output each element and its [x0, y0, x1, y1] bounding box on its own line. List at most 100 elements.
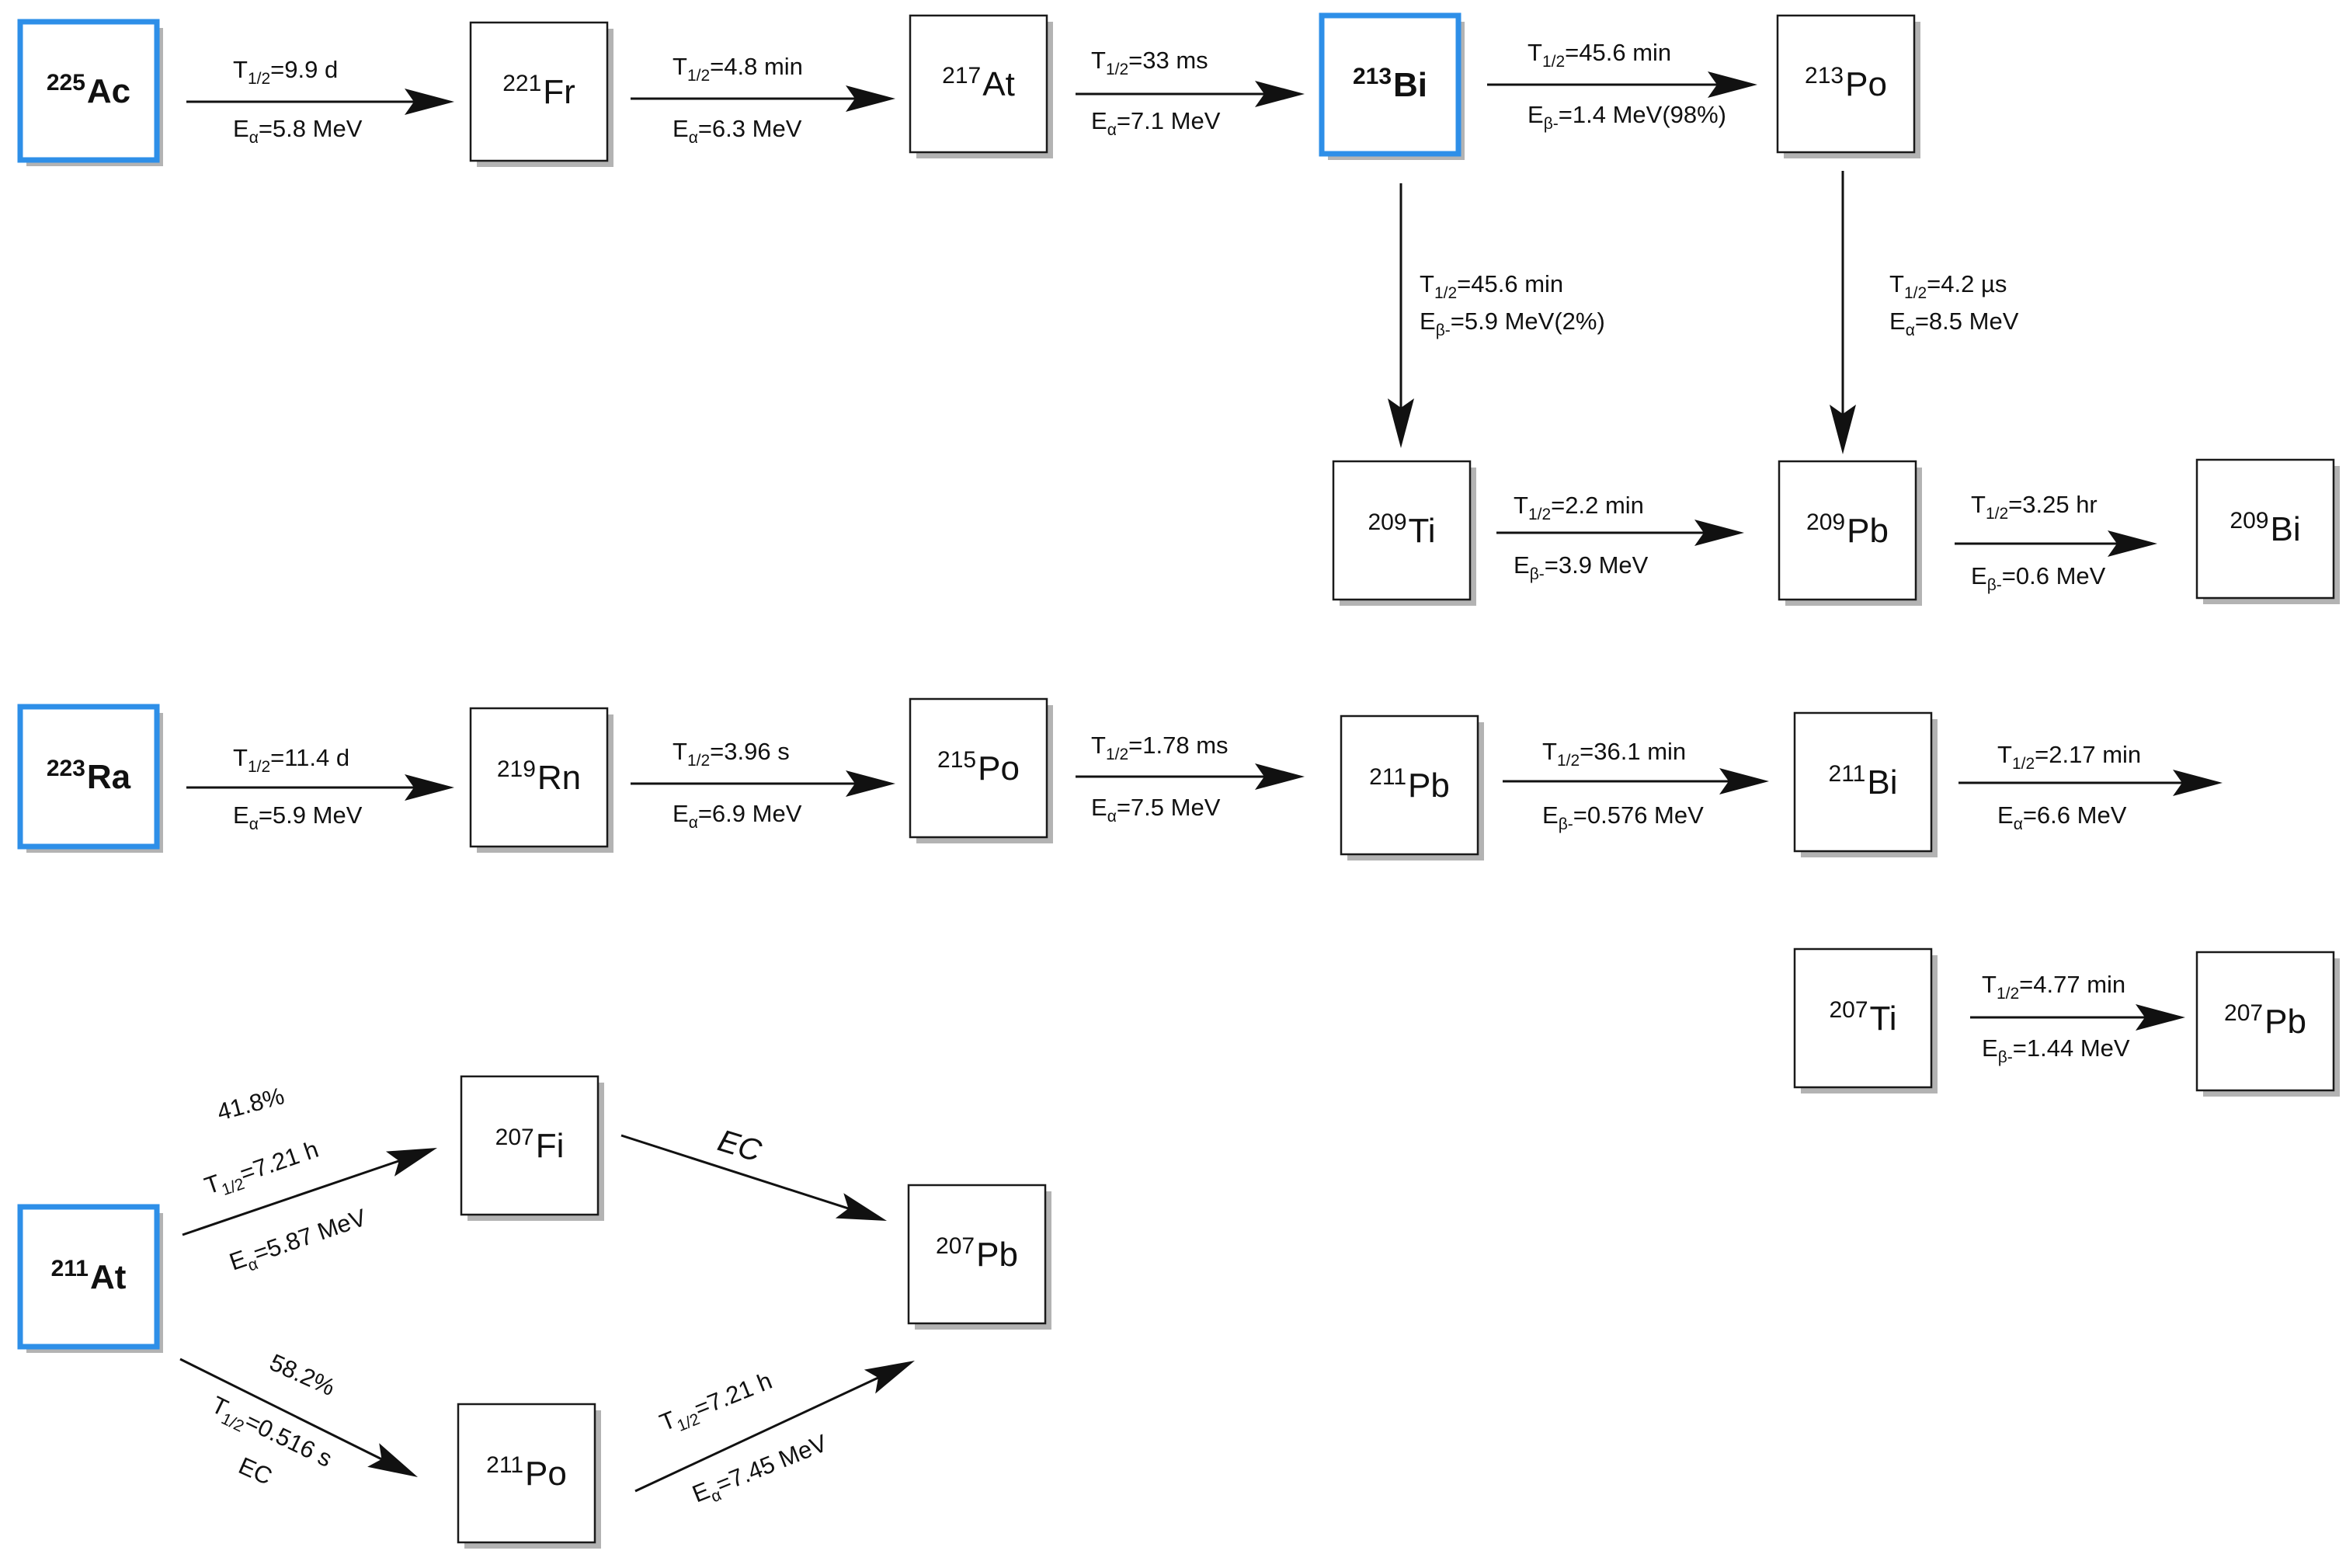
energy-label: Eβ-=1.44 MeV	[1982, 1034, 2130, 1066]
emission-subscript: α	[689, 814, 698, 832]
element-symbol: Pb	[1408, 767, 1450, 805]
element-symbol: At	[982, 65, 1015, 103]
nuclide-border	[909, 14, 1048, 154]
nuclide-border	[1340, 714, 1479, 856]
decay-transition-pb-bi209: T1/2=3.25 hr Eβ-=0.6 MeV	[1955, 491, 2157, 594]
mass-number: 207	[936, 1233, 975, 1259]
half-life-label: T1/2=33 ms	[1091, 47, 1208, 78]
nuclide-label: 209Bi	[2230, 508, 2300, 548]
element-symbol: Ra	[87, 758, 131, 796]
half-life-value: =11.4 d	[270, 744, 349, 771]
energy-label: Eβ-=5.9 MeV(2%)	[1420, 308, 1605, 339]
energy-label: Eα=5.8 MeV	[233, 115, 363, 147]
nuclide-label: 219Rn	[497, 756, 581, 797]
nuclide-box-bi209: 209Bi	[2195, 458, 2340, 604]
nuclide-label: 225Ac	[47, 70, 130, 110]
half-life-subscript: 1/2	[1106, 61, 1128, 78]
half-life-label: T1/2=36.1 min	[1542, 738, 1686, 770]
nuclide-box-bi213: 213Bi	[1319, 12, 1465, 160]
emission-subscript: α	[2014, 815, 2023, 833]
nuclide-box-po213: 213Po	[1776, 14, 1920, 158]
half-life-value: =7.21 h	[236, 1135, 321, 1187]
half-life-subscript: 1/2	[687, 67, 710, 85]
decay-transition-rn-po: T1/2=3.96 sEα=6.9 MeV	[631, 738, 895, 832]
parent-nuclide-border	[17, 1204, 160, 1350]
arrowhead-icon	[2173, 770, 2223, 796]
half-life-symbol: T	[233, 56, 248, 83]
decay-transition-po-pb207: T1/2=7.21 hEα=7.45 MeV	[634, 1361, 915, 1507]
half-life-label: T1/2=2.2 min	[1514, 492, 1644, 523]
nuclide-box-ac225: 225Ac	[17, 19, 163, 166]
arrowhead-icon	[846, 770, 895, 797]
element-symbol: Bi	[1867, 763, 1897, 801]
arrowhead-icon	[2108, 530, 2157, 557]
half-life-value: =4.8 min	[710, 53, 803, 80]
nuclide-label: 207Fi	[495, 1125, 565, 1165]
half-life-value: =45.6 min	[1457, 270, 1563, 297]
half-life-label: T1/2=9.9 d	[233, 56, 338, 88]
arrowhead-icon	[846, 85, 895, 112]
half-life-subscript: 1/2	[1528, 506, 1551, 523]
energy-symbol: E	[1420, 308, 1436, 335]
half-life-subscript: 1/2	[1904, 284, 1927, 302]
emission-subscript: β-	[1544, 115, 1559, 133]
nuclide-box-ti209: 209Ti	[1332, 460, 1476, 606]
element-symbol: At	[90, 1258, 127, 1296]
half-life-symbol: T	[1091, 47, 1106, 74]
arrowhead-icon	[405, 774, 454, 801]
element-symbol: Rn	[537, 759, 581, 797]
nuclide-box-at211: 211At	[17, 1204, 163, 1353]
half-life-symbol: T	[1982, 971, 1997, 998]
nuclide-label: 207Pb	[936, 1233, 1018, 1274]
half-life-value: =33 ms	[1128, 47, 1208, 74]
half-life-label: T1/2=1.78 ms	[1091, 732, 1229, 763]
nuclide-box-pb207b: 207Pb	[907, 1184, 1051, 1330]
emission-subscript: α	[249, 815, 259, 833]
element-symbol: Pb	[2264, 1003, 2306, 1041]
emission-subscript: α	[1107, 808, 1117, 826]
half-life-label: T1/2=3.25 hr	[1971, 491, 2097, 523]
nuclide-border	[1793, 711, 1933, 853]
half-life-label: T1/2=45.6 min	[1528, 39, 1671, 71]
element-symbol: Bi	[2270, 510, 2300, 548]
nuclide-label: 223Ra	[47, 756, 131, 796]
energy-value: =5.8 MeV	[259, 115, 363, 142]
energy-value: =6.9 MeV	[698, 800, 802, 827]
mass-number: 207	[1829, 997, 1868, 1023]
nuclide-border	[460, 1075, 600, 1216]
emission-subscript: β-	[1530, 565, 1545, 583]
parent-nuclide-border	[1319, 12, 1461, 157]
arrowhead-icon	[1694, 520, 1744, 546]
arrow-shaft	[634, 1376, 879, 1493]
nuclide-border	[469, 21, 609, 162]
mass-number: 207	[2224, 1000, 2263, 1026]
half-life-value: =4.2 µs	[1927, 270, 2007, 297]
energy-value: =3.9 MeV	[1545, 551, 1649, 579]
emission-subscript: α	[1906, 322, 1915, 339]
energy-symbol: E	[233, 115, 249, 142]
half-life-label: T1/2=4.2 µs	[1889, 270, 2007, 302]
arrowhead-icon	[367, 1443, 418, 1477]
mass-number: 221	[502, 71, 541, 96]
nuclide-label: 217At	[942, 63, 1015, 103]
element-symbol: Po	[978, 749, 1020, 787]
energy-symbol: E	[673, 115, 689, 142]
mass-number: 213	[1805, 63, 1844, 89]
element-symbol: Pb	[1847, 512, 1889, 550]
energy-symbol: E	[233, 801, 249, 829]
half-life-symbol: T	[1420, 270, 1434, 297]
mass-number: 211	[1829, 761, 1866, 787]
mass-number: 209	[1368, 509, 1406, 535]
nuclide-label: 211Po	[486, 1452, 567, 1493]
mass-number: 219	[497, 756, 536, 782]
energy-label: Eβ-=0.6 MeV	[1971, 562, 2106, 594]
nuclide-border	[907, 1184, 1047, 1325]
half-life-subscript: 1/2	[1997, 985, 2019, 1003]
